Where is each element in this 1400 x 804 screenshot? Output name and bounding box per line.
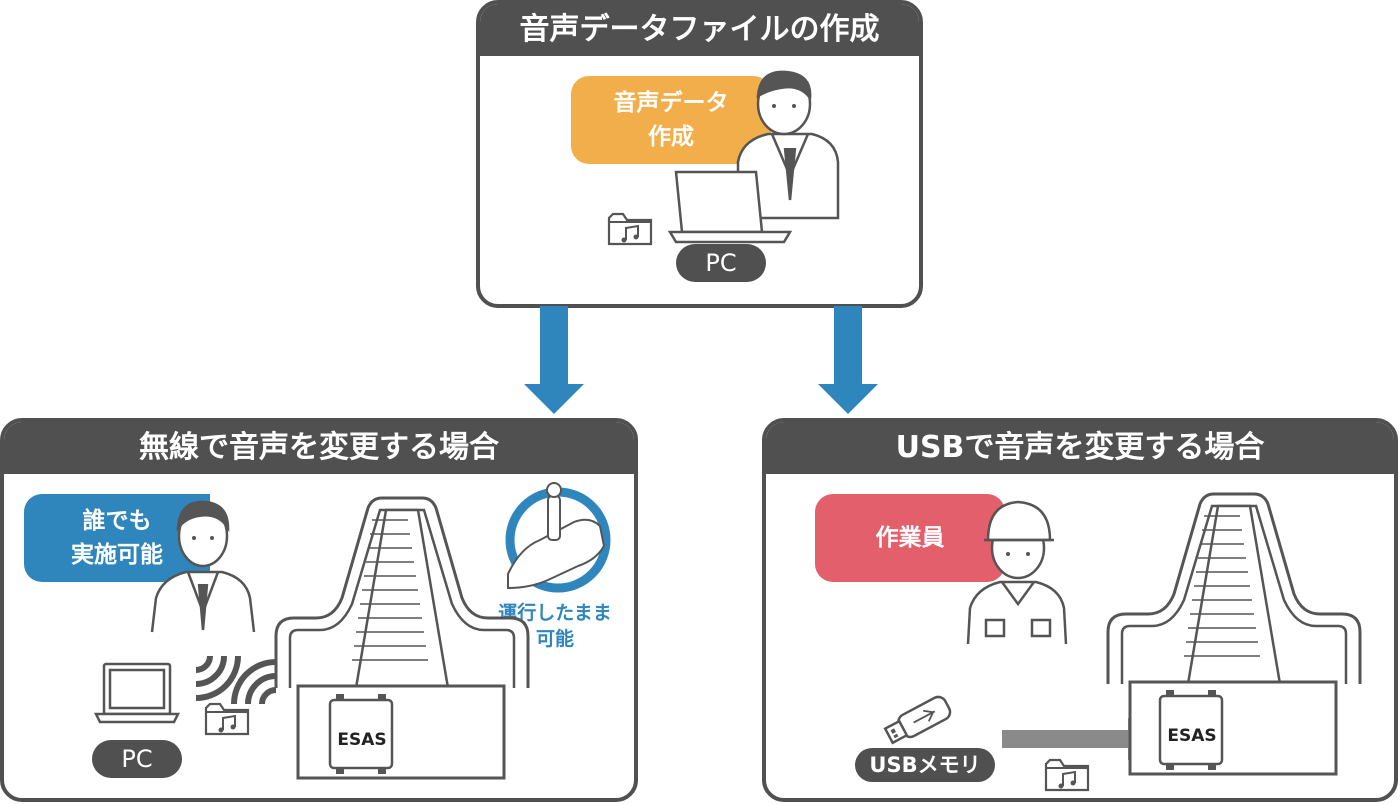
note-line-2: 可能 bbox=[535, 628, 574, 650]
down-arrow-icon bbox=[524, 306, 584, 414]
bubble-line-1: 音声データ bbox=[613, 90, 729, 116]
esas-controller-icon bbox=[328, 694, 394, 774]
bubble-line-1: 誰でも bbox=[82, 508, 152, 534]
operation-note: 運行したまま 可能 bbox=[490, 600, 620, 652]
pc-label-top: PC bbox=[676, 244, 766, 282]
bubble-line-2: 実施可能 bbox=[71, 542, 163, 568]
music-folder-icon bbox=[1044, 758, 1090, 792]
worker-icon bbox=[966, 500, 1068, 645]
esas-label-left: ESAS bbox=[337, 730, 387, 750]
panel-title: USBで音声を変更する場合 bbox=[766, 422, 1394, 474]
bubble-create-audio: 音声データ 作成 bbox=[571, 76, 771, 164]
laptop-icon bbox=[667, 170, 793, 244]
panel-title: 音声データファイルの作成 bbox=[480, 4, 919, 56]
note-line-1: 運行したまま bbox=[498, 602, 612, 624]
esas-controller-icon bbox=[1158, 690, 1224, 770]
panel-title: 無線で音声を変更する場合 bbox=[4, 422, 634, 474]
businessman-icon bbox=[736, 70, 840, 220]
wireless-signal-icon bbox=[195, 655, 241, 701]
laptop-icon bbox=[93, 662, 181, 724]
usb-stick-icon bbox=[883, 695, 952, 745]
pc-label-left: PC bbox=[92, 740, 182, 778]
usb-label: USBメモリ bbox=[855, 748, 995, 782]
music-folder-icon bbox=[204, 702, 250, 736]
music-folder-icon bbox=[607, 212, 653, 246]
down-arrow-icon bbox=[818, 306, 878, 414]
escalator-icon bbox=[1106, 492, 1362, 776]
bubble-text: 作業員 bbox=[875, 525, 945, 551]
escalator-icon bbox=[274, 496, 530, 780]
bubble-line-2: 作成 bbox=[648, 124, 694, 150]
businessman-icon bbox=[150, 500, 256, 633]
escalator-rider-icon bbox=[505, 482, 611, 593]
bubble-worker: 作業員 bbox=[815, 494, 1005, 582]
esas-label-right: ESAS bbox=[1167, 726, 1217, 746]
wireless-signal-icon bbox=[231, 659, 277, 705]
